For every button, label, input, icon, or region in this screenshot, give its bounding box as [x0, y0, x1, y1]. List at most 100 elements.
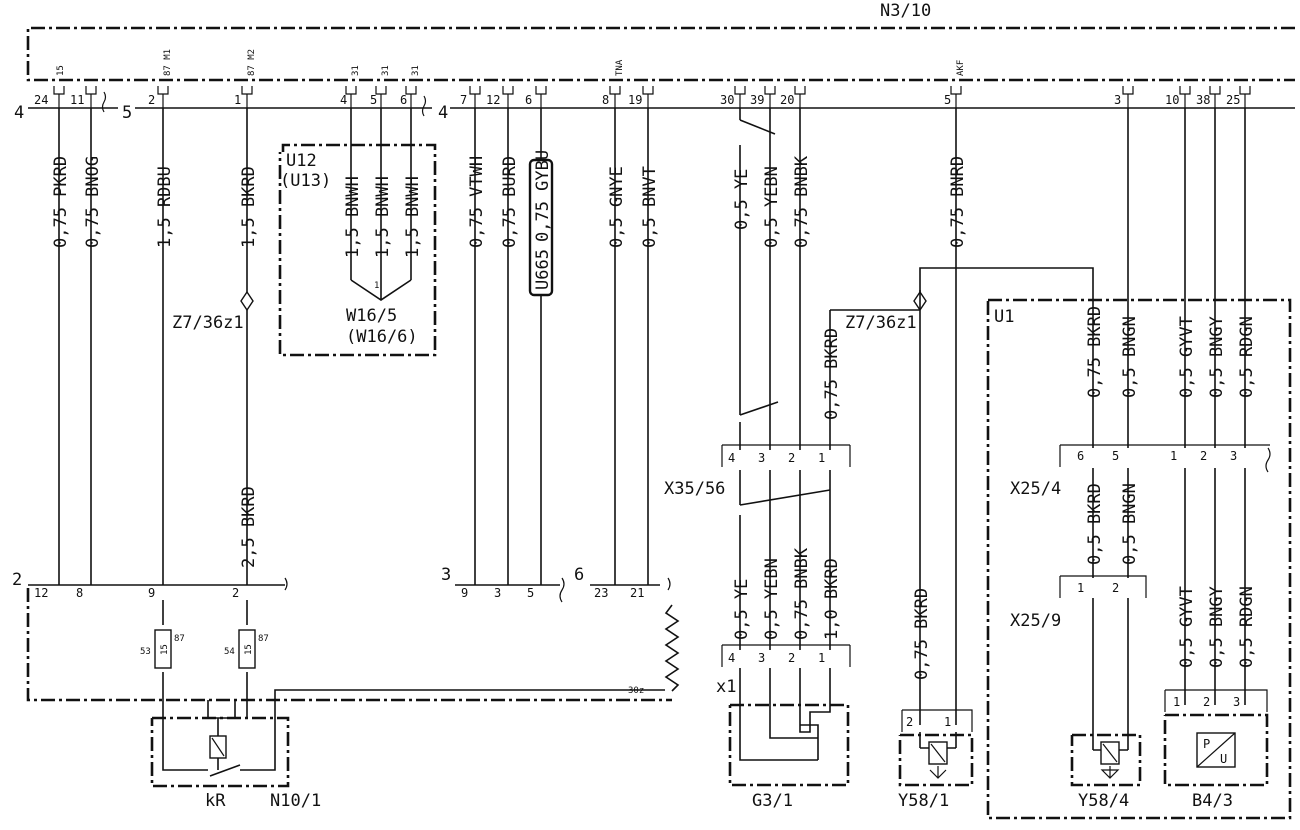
- bot-pin-2: 2: [232, 586, 239, 600]
- wire-label: 1,0 BKRD: [822, 558, 842, 640]
- wire-label: 0,5 RDGN: [1237, 586, 1257, 668]
- bot-pin-12: 12: [34, 586, 48, 600]
- wire-label: 0,75 GYBU: [533, 150, 553, 242]
- n10-1-label: N10/1: [270, 791, 321, 811]
- fuse-54-icon: [238, 629, 256, 669]
- top-signal-labels: 15 87 M1 87 M2 31 31 31 TNA AKF: [56, 49, 966, 76]
- pin-2: 2: [148, 93, 155, 107]
- connector-2-id: 2: [12, 570, 22, 590]
- fuse-53-icon: [154, 629, 172, 669]
- wire-label: 0,75 BKRD: [822, 328, 842, 420]
- x25-4-pin-1: 1: [1170, 449, 1177, 463]
- bot-pin-5: 5: [527, 586, 534, 600]
- wire-label: 0,5 BKRD: [1085, 483, 1105, 565]
- b4-3-u-label: U: [1220, 752, 1227, 766]
- connector-6-id: 6: [574, 565, 584, 585]
- x25-9-pin-2: 2: [1112, 581, 1119, 595]
- x1-pin-1: 1: [818, 651, 825, 665]
- x1-pin-2: 2: [788, 651, 795, 665]
- splice-z7-left-icon: [240, 290, 254, 312]
- wires-bnrd: 0,75 BKRD: [912, 108, 1094, 725]
- b4-3-pin-2: 2: [1203, 695, 1210, 709]
- wire-label: 0,5 GYVT: [1177, 316, 1197, 398]
- wire-label: 0,75 PKRD: [51, 156, 71, 248]
- pin-30: 30: [720, 93, 734, 107]
- wire-label: 0,5 YE: [732, 169, 752, 230]
- wire-label: 0,75 BNBK: [792, 547, 812, 640]
- fuse-54-val: 15: [244, 644, 254, 655]
- wire-label: 0,75 BURD: [500, 156, 520, 248]
- pin-38: 38: [1196, 93, 1210, 107]
- pin-12: 12: [486, 93, 500, 107]
- y58-1-pin-2: 2: [906, 715, 913, 729]
- pin-8: 8: [602, 93, 609, 107]
- w16-6-label: (W16/6): [346, 327, 418, 347]
- x1-label: x1: [716, 677, 736, 697]
- wire-label: 0,5 BNGY: [1207, 316, 1227, 398]
- top-terminals: [53, 86, 1251, 117]
- x1-pin-3: 3: [758, 651, 765, 665]
- sig-31a: 31: [351, 65, 361, 76]
- y58-1-module: 2 1 Y58/1: [898, 709, 974, 811]
- pin-4: 4: [340, 93, 347, 107]
- pin-11: 11: [70, 93, 84, 107]
- g3-1-module: G3/1: [728, 668, 850, 811]
- u665-label: U665: [533, 249, 553, 290]
- bot-pin-3: 3: [494, 586, 501, 600]
- wire-label: 1,5 BNWH: [373, 176, 393, 258]
- wire-label: 0,5 BNVT: [640, 166, 660, 248]
- x25-9-label: X25/9: [1010, 611, 1061, 631]
- top-pin-numbers: 24 11 2 1 4 5 6 7 12 6 8 19 30 39 20 5 3…: [34, 93, 1240, 107]
- b4-3-p-label: P: [1203, 737, 1210, 751]
- u12-module: U12 (U13) 1 W16/5 (W16/6): [278, 108, 437, 357]
- pin-3: 3: [1114, 93, 1121, 107]
- wire-label: 0,5 YEBN: [762, 166, 782, 248]
- x35-pin-1: 1: [818, 451, 825, 465]
- wire-label: 0,5 GYVT: [1177, 586, 1197, 668]
- x35-pin-3: 3: [758, 451, 765, 465]
- pin-19: 19: [628, 93, 642, 107]
- sig-87m2: 87 M2: [247, 49, 257, 76]
- sig-tna: TNA: [615, 59, 625, 76]
- wire-labels-top: 0,75 PKRD 0,75 BNOG 1,5 RDBU 1,5 BKRD 1,…: [51, 150, 968, 258]
- kr-label: kR: [205, 791, 226, 811]
- x35-pin-4: 4: [728, 451, 735, 465]
- x25-4-pin-5: 5: [1112, 449, 1119, 463]
- pin-6: 6: [400, 93, 407, 107]
- pin-39: 39: [750, 93, 764, 107]
- wire-label: 0,75 BNRD: [948, 156, 968, 248]
- bot-pin-21: 21: [630, 586, 644, 600]
- wire-label: 0,75 BNBK: [792, 155, 812, 248]
- pin-25: 25: [1226, 93, 1240, 107]
- pin-7: 7: [460, 93, 467, 107]
- wire-label: 1,5 RDBU: [155, 166, 175, 248]
- wires-middle: U665: [474, 108, 649, 585]
- wire-label: 0,5 GNYE: [607, 166, 627, 248]
- u1-module: U1 0,75 BKRD 0,5 BNGN 0,5 GYVT 0,5 BNGY …: [986, 108, 1292, 820]
- wire-label: 1,5 BKRD: [239, 166, 259, 248]
- b4-3-pin-3: 3: [1233, 695, 1240, 709]
- pin-5b: 5: [944, 93, 951, 107]
- x25-4-pin-3: 3: [1230, 449, 1237, 463]
- g3-1-label: G3/1: [752, 791, 793, 811]
- b4-3-pin-1: 1: [1173, 695, 1180, 709]
- fuse-53-val: 15: [160, 644, 170, 655]
- wire-label: 0,5 BNGY: [1207, 586, 1227, 668]
- x35-56-label: X35/56: [664, 479, 725, 499]
- wire-label: 0,75 BKRD: [1085, 306, 1105, 398]
- wire-label: 0,75 VTWH: [467, 156, 487, 248]
- x35-pin-2: 2: [788, 451, 795, 465]
- wire-label: 0,5 YE: [732, 579, 752, 640]
- wire-label: 1,5 BNWH: [343, 176, 363, 258]
- fuse-54-87: 87: [258, 634, 269, 644]
- u13-label: (U13): [280, 171, 331, 191]
- w16-pin-1: 1: [374, 281, 379, 291]
- bot-pin-9b: 9: [461, 586, 468, 600]
- connector-3-id: 3: [441, 565, 451, 585]
- x25-4-pin-6: 6: [1077, 449, 1084, 463]
- b4-3-label: B4/3: [1192, 791, 1233, 811]
- wire-label: 2,5 BKRD: [239, 486, 259, 568]
- u12-label: U12: [286, 151, 317, 171]
- y58-1-label: Y58/1: [898, 791, 949, 811]
